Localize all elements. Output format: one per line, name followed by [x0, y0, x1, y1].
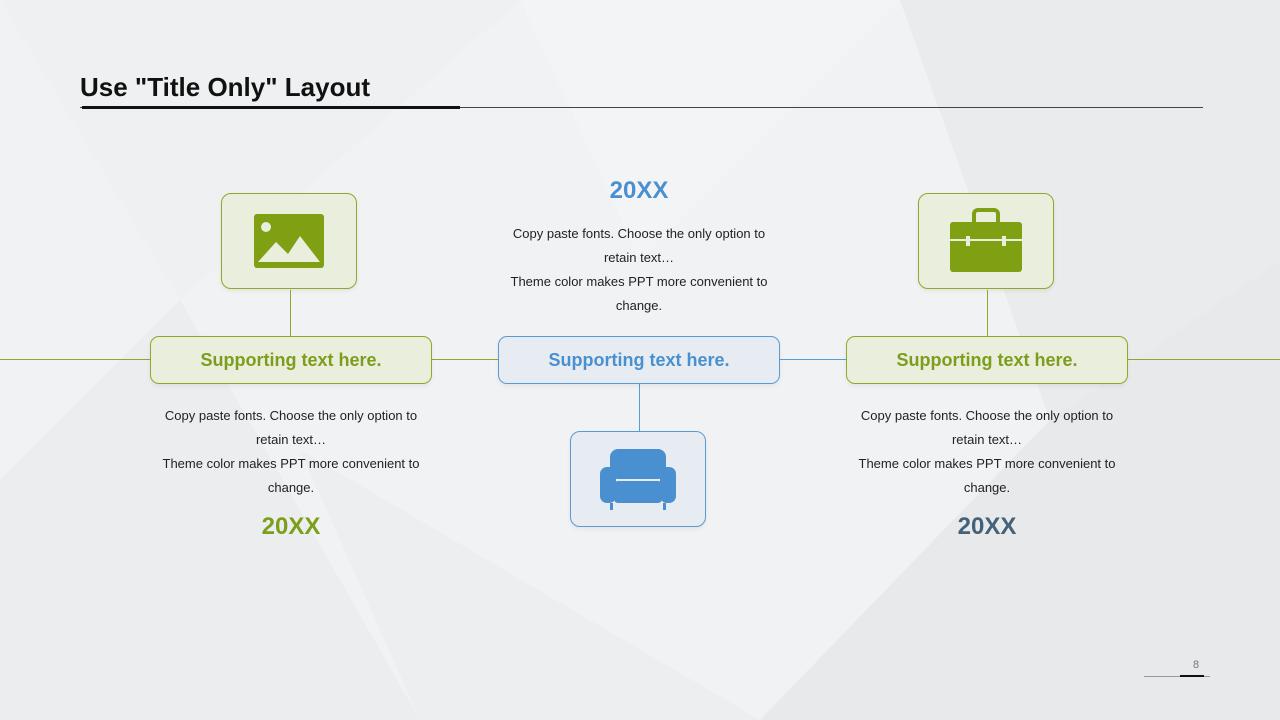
connector-center-right: [780, 359, 846, 360]
left-node-text-line1: Copy paste fonts. Choose the only option…: [164, 408, 418, 447]
center-node-text-line1: Copy paste fonts. Choose the only option…: [512, 226, 766, 265]
title-underline: [80, 107, 1203, 108]
center-node-text-line2: Theme color makes PPT more convenient to…: [510, 274, 768, 313]
right-node-text-line2: Theme color makes PPT more convenient to…: [858, 456, 1116, 495]
center-node-year: 20XX: [609, 177, 669, 204]
connector-right-icon: [987, 290, 988, 336]
right-node-label: Supporting text here.: [846, 336, 1128, 384]
briefcase-icon-box: [918, 193, 1054, 289]
image-icon: [254, 214, 324, 268]
left-node-text-line2: Theme color makes PPT more convenient to…: [162, 456, 420, 495]
armchair-icon: [600, 449, 676, 510]
page-number-rule-accent: [1180, 675, 1204, 677]
page-number: 8: [1192, 659, 1200, 671]
connector-center-icon: [639, 384, 640, 431]
right-node-description: Copy paste fonts. Choose the only option…: [847, 404, 1127, 500]
connector-right: [1128, 359, 1280, 360]
connector-left-icon: [290, 290, 291, 336]
image-icon-box: [221, 193, 357, 289]
right-node-text-line1: Copy paste fonts. Choose the only option…: [860, 408, 1114, 447]
connector-left: [0, 359, 150, 360]
connector-left-center: [432, 359, 498, 360]
center-node-description: Copy paste fonts. Choose the only option…: [499, 222, 779, 318]
center-node-label: Supporting text here.: [498, 336, 780, 384]
armchair-icon-box: [570, 431, 706, 527]
briefcase-icon: [950, 208, 1022, 272]
title-underline-accent: [82, 106, 460, 109]
left-node-description: Copy paste fonts. Choose the only option…: [151, 404, 431, 500]
left-node-year: 20XX: [261, 513, 321, 540]
right-node-year: 20XX: [957, 513, 1017, 540]
left-node-label: Supporting text here.: [150, 336, 432, 384]
page-number-rule: [1144, 676, 1210, 677]
slide-title: Use "Title Only" Layout: [80, 72, 371, 102]
